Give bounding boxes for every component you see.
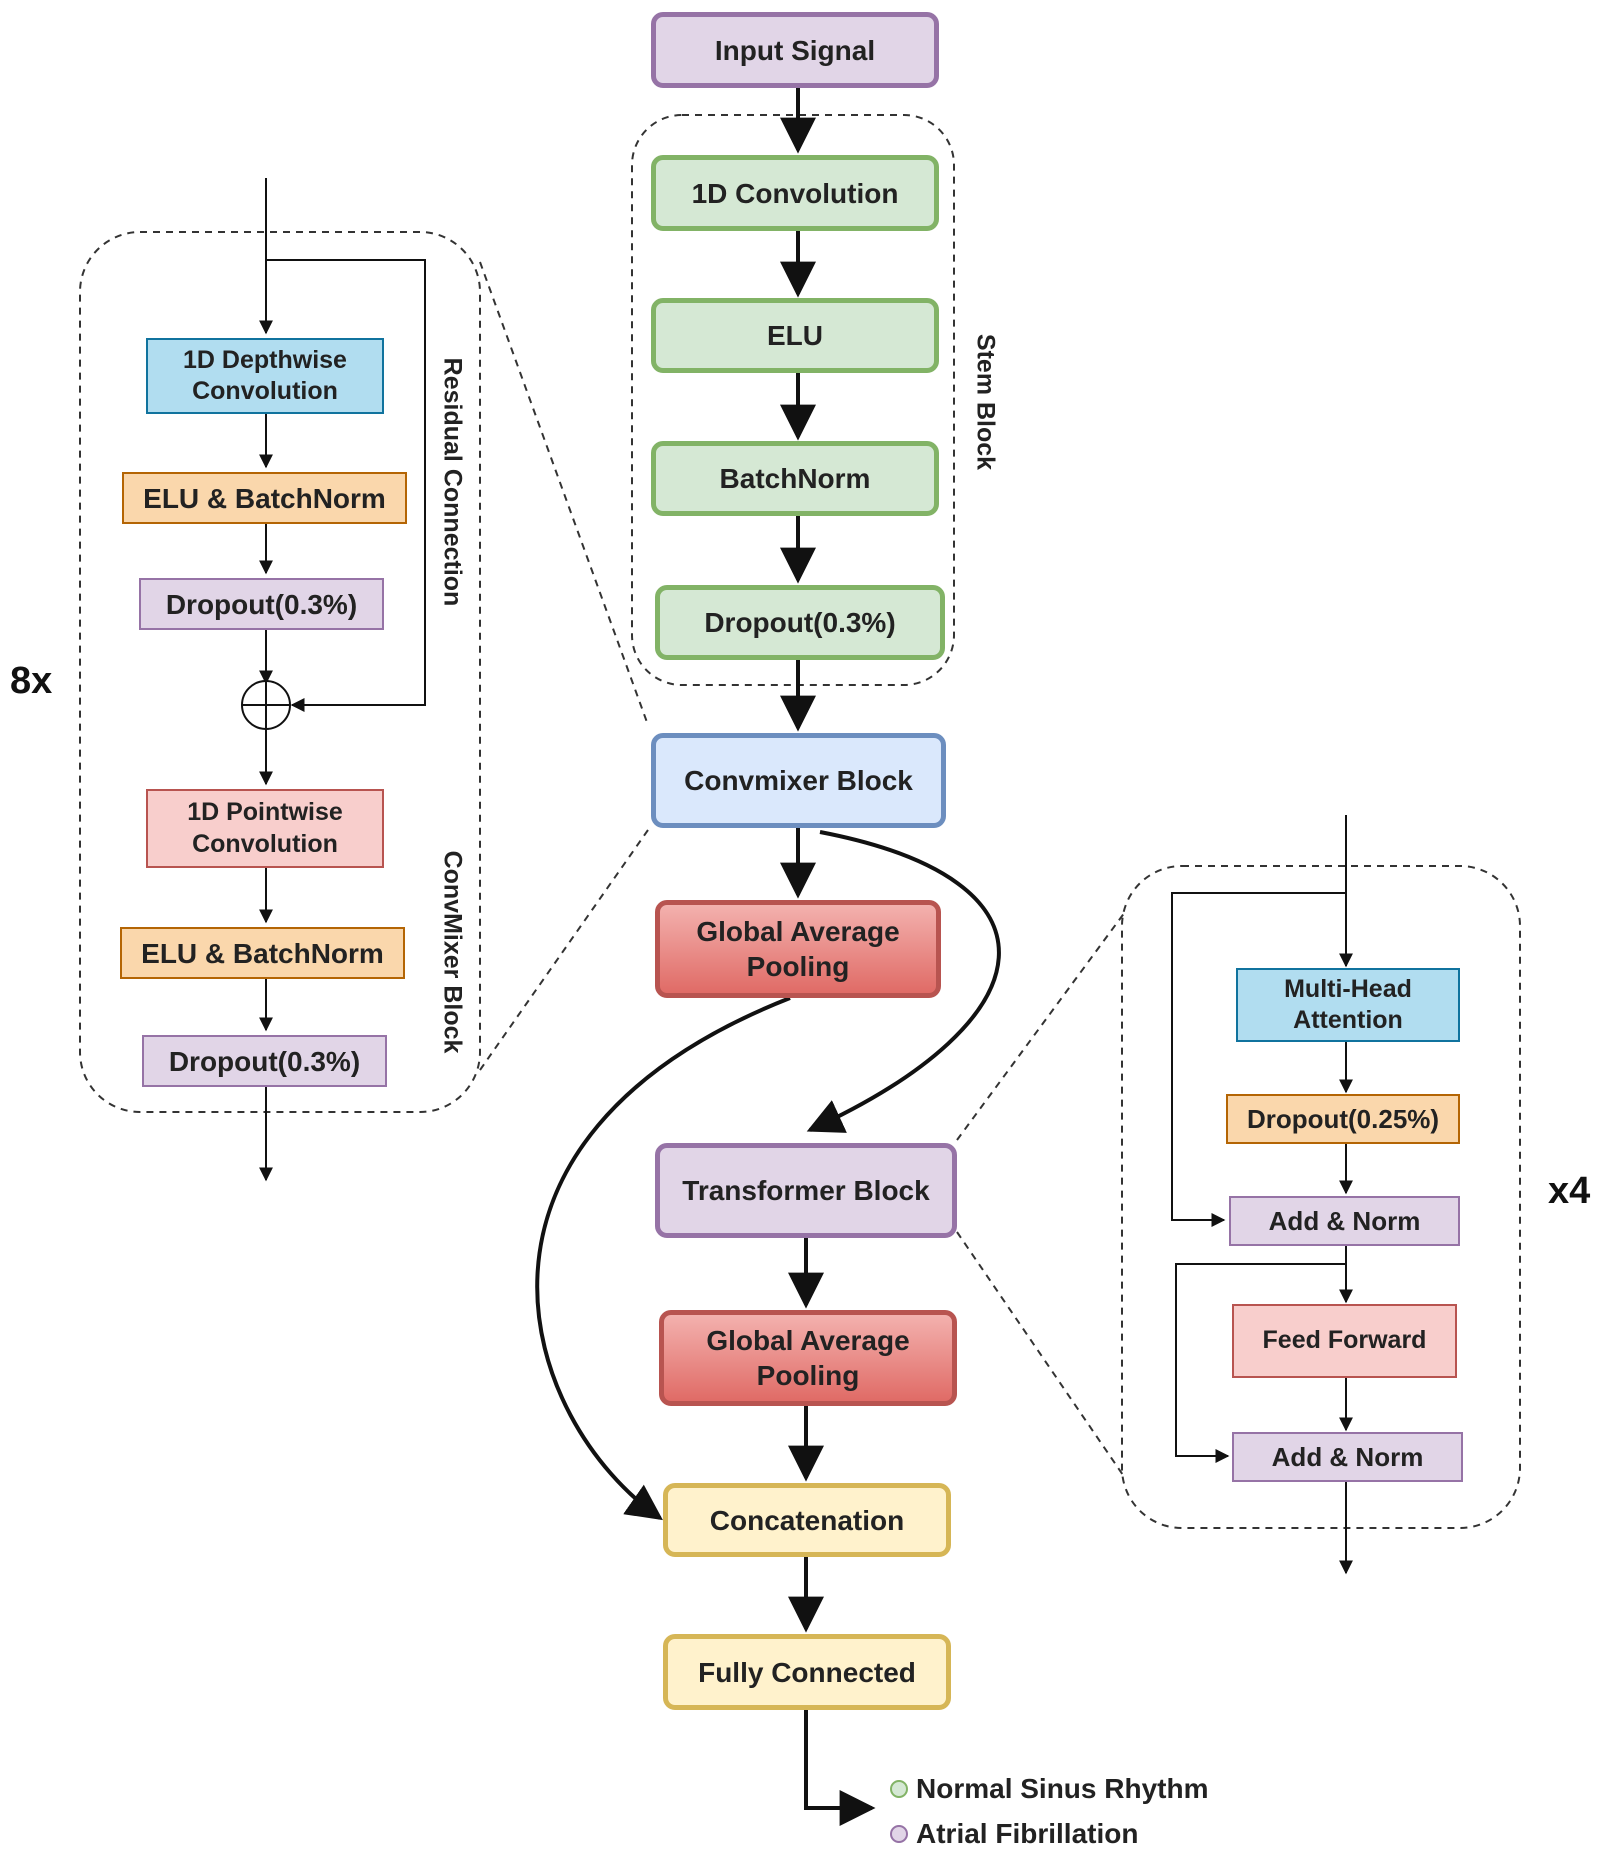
convmixer-block-label: ConvMixer Block (438, 850, 467, 1054)
stem-block-outline (631, 114, 955, 686)
green-dot-icon (890, 1780, 908, 1798)
dropout-025-node: Dropout(0.25%) (1226, 1094, 1460, 1144)
zoom-line (956, 1231, 1126, 1479)
depthwise-conv-node: 1D Depthwise Convolution (146, 338, 384, 414)
multi-head-attention-node: Multi-Head Attention (1236, 968, 1460, 1042)
output-label: Normal Sinus Rhythm (916, 1773, 1209, 1804)
concatenation-node: Concatenation (663, 1483, 951, 1557)
gap-1-node: Global Average Pooling (655, 900, 941, 998)
transformer-repeat-label: x4 (1548, 1170, 1591, 1212)
pointwise-conv-node: 1D Pointwise Convolution (146, 789, 384, 868)
residual-connection-label: Residual Connection (438, 357, 467, 607)
stem-dropout-node: Dropout(0.3%) (655, 585, 945, 660)
stem-block-label: Stem Block (971, 333, 1000, 471)
output-normal-sinus-rhythm: Normal Sinus Rhythm (890, 1773, 1208, 1805)
feed-forward-node: Feed Forward (1232, 1304, 1457, 1378)
output-atrial-fibrillation: Atrial Fibrillation (890, 1818, 1138, 1850)
dropout-1-node: Dropout(0.3%) (139, 578, 384, 630)
convmixer-detail-outline (79, 231, 481, 1113)
zoom-line (479, 261, 649, 726)
zoom-line (479, 829, 649, 1071)
transformer-detail-outline (1121, 865, 1521, 1529)
zoom-line (956, 911, 1126, 1141)
convmixer-repeat-label: 8x (10, 660, 53, 702)
elu-batchnorm-1-node: ELU & BatchNorm (122, 472, 407, 524)
gap-2-node: Global Average Pooling (659, 1310, 957, 1406)
transformer-block-node: Transformer Block (655, 1143, 957, 1238)
output-label: Atrial Fibrillation (916, 1818, 1139, 1849)
stem-conv1d-node: 1D Convolution (651, 155, 939, 231)
stem-elu-node: ELU (651, 298, 939, 373)
add-norm-1-node: Add & Norm (1229, 1196, 1460, 1246)
add-norm-2-node: Add & Norm (1232, 1432, 1463, 1482)
convmixer-block-node: Convmixer Block (651, 733, 946, 828)
dropout-2-node: Dropout(0.3%) (142, 1035, 387, 1087)
input-signal-node: Input Signal (651, 12, 939, 88)
purple-dot-icon (890, 1825, 908, 1843)
stem-batchnorm-node: BatchNorm (651, 441, 939, 516)
elu-batchnorm-2-node: ELU & BatchNorm (120, 927, 405, 979)
fully-connected-node: Fully Connected (663, 1634, 951, 1710)
